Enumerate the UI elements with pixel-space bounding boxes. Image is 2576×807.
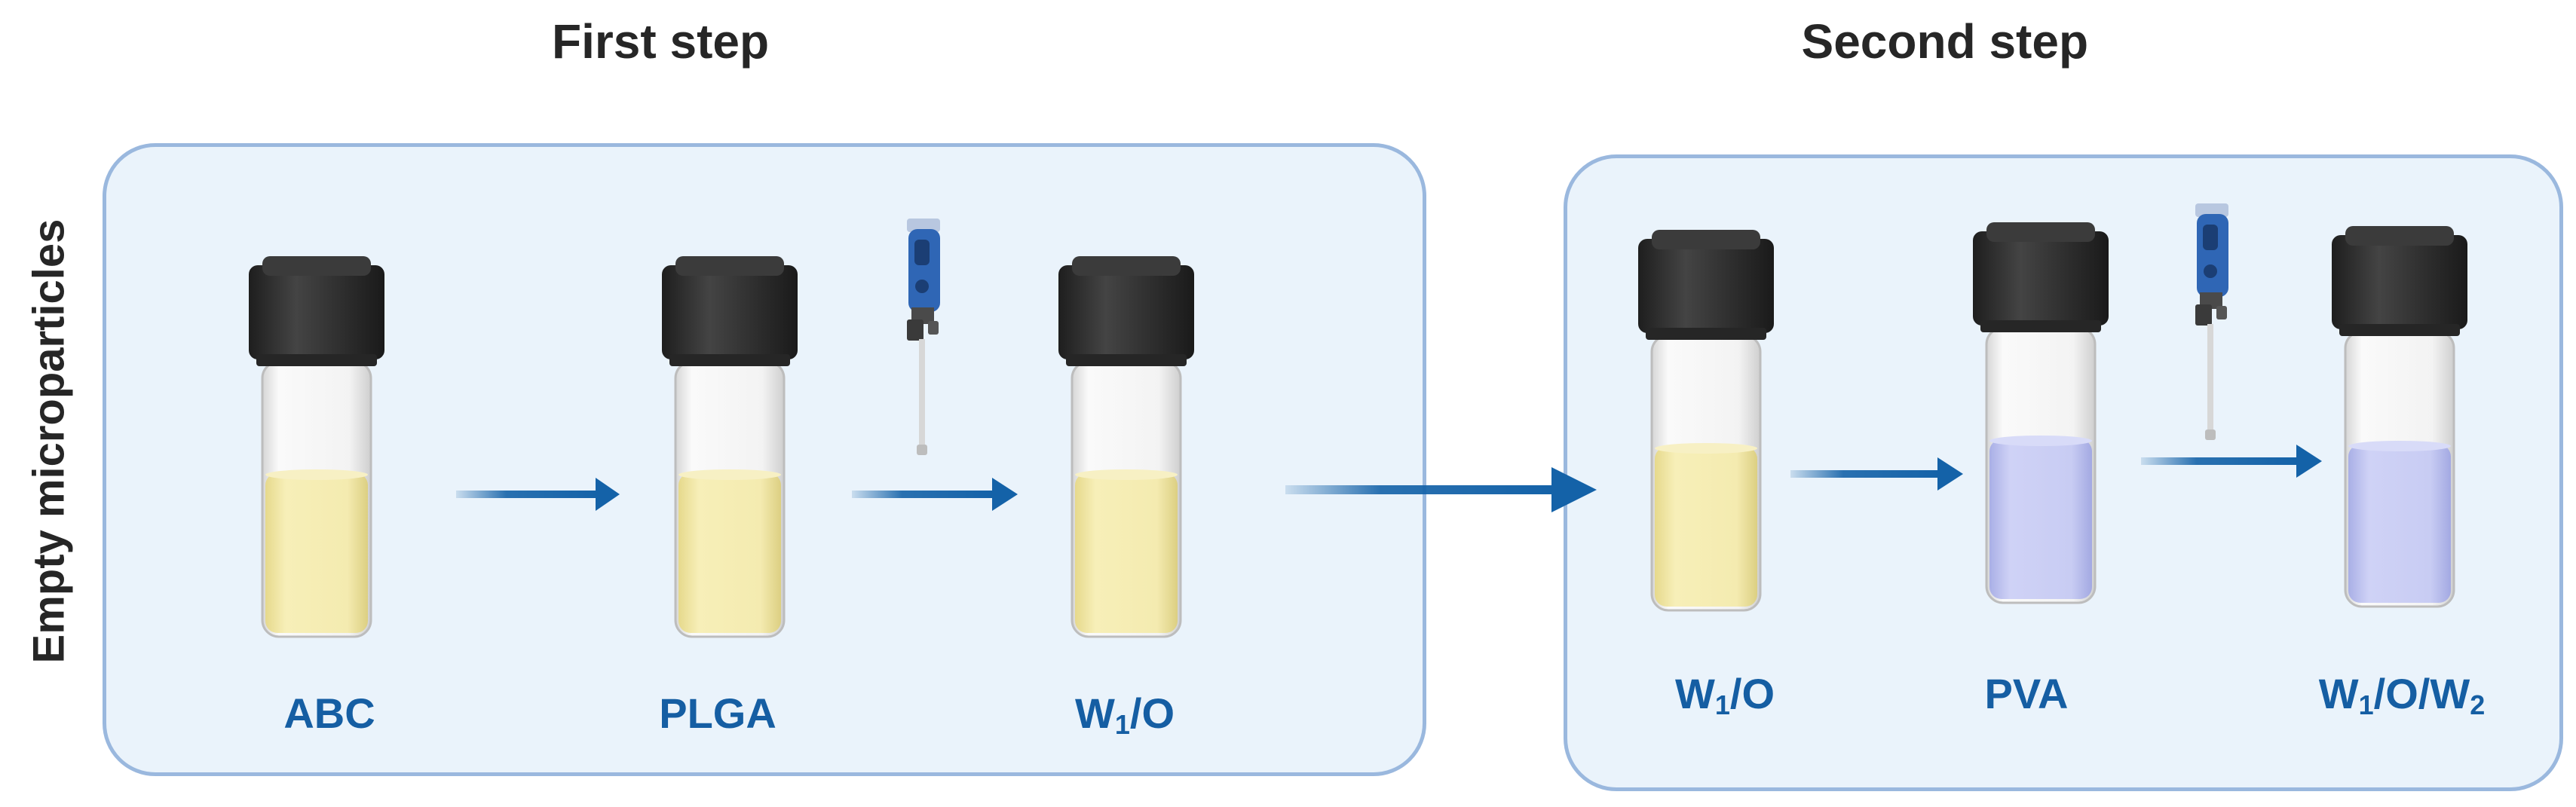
label-w1ow2: W1/O/W2 [2318, 670, 2486, 720]
homogenizer-icon-second [2189, 203, 2242, 445]
first-step-title: First step [552, 14, 770, 69]
second-step-title: Second step [1801, 14, 2089, 69]
label-w1o-first: W1/O [1074, 689, 1175, 740]
vial-w1o-second [1638, 230, 1774, 622]
label-w1o-second: W1/O [1674, 670, 1775, 720]
vial-abc [249, 256, 384, 648]
label-pva: PVA [1984, 670, 2069, 717]
label-abc: ABC [283, 689, 375, 737]
vial-pva [1973, 222, 2109, 614]
vial-w1ow2 [2332, 226, 2467, 618]
label-plga: PLGA [659, 689, 776, 737]
vial-w1o-first [1058, 256, 1194, 648]
vial-plga [662, 256, 798, 648]
side-label: Empty microparticles [24, 219, 74, 664]
homogenizer-icon-first [901, 219, 954, 460]
